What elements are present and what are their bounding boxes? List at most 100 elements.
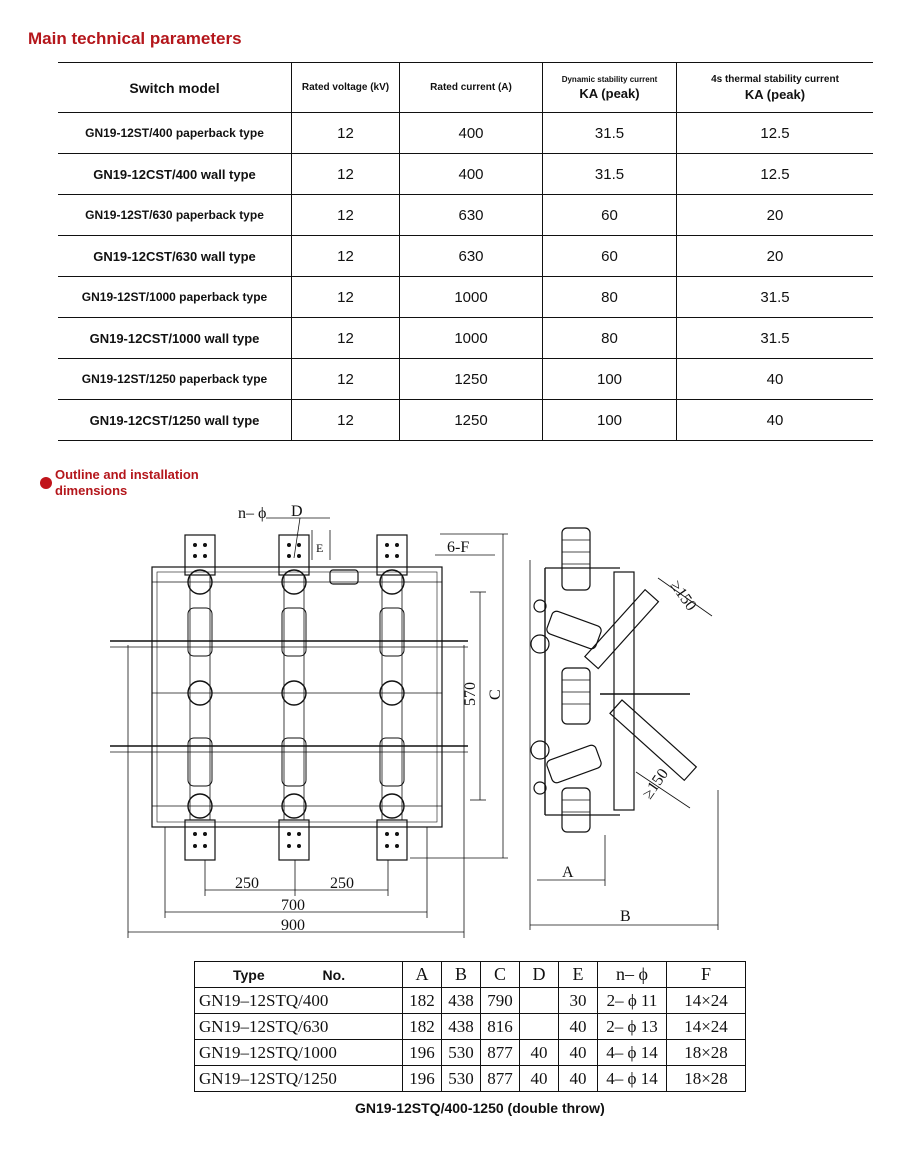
cell-model: GN19-12ST/400 paperback type [58, 112, 292, 154]
cell-b: 438 [441, 987, 481, 1014]
cell-e: 40 [558, 1039, 598, 1066]
cell-current: 1000 [399, 317, 543, 359]
header-type: Type [233, 966, 265, 983]
cell-type: GN19–12STQ/630 [194, 1013, 403, 1040]
cell-dynamic: 31.5 [542, 153, 677, 195]
cell-d: 40 [519, 1039, 559, 1066]
cell-voltage: 12 [291, 112, 400, 154]
front-view [110, 517, 508, 938]
cell-model: GN19-12ST/1000 paperback type [58, 276, 292, 318]
cell-model: GN19-12ST/1250 paperback type [58, 358, 292, 400]
cell-a: 196 [402, 1065, 442, 1092]
header-dynamic-bottom: KA (peak) [579, 85, 640, 101]
cell-thermal: 31.5 [676, 317, 873, 359]
cell-voltage: 12 [291, 276, 400, 318]
table-row: GN19–12STQ/400 182 438 790 30 2– ϕ 11 14… [194, 987, 746, 1014]
cell-a: 196 [402, 1039, 442, 1066]
cell-voltage: 12 [291, 358, 400, 400]
label-c: C [487, 689, 504, 700]
cell-current: 400 [399, 112, 543, 154]
header-f: F [666, 961, 746, 988]
header-d: D [519, 961, 559, 988]
header-dynamic-top: Dynamic stability current [561, 74, 658, 84]
label-6-f: 6-F [447, 539, 469, 556]
cell-model: GN19-12CST/400 wall type [58, 153, 292, 195]
cell-model: GN19-12ST/630 paperback type [58, 194, 292, 236]
cell-n-phi: 2– ϕ 11 [597, 987, 667, 1014]
cell-voltage: 12 [291, 399, 400, 441]
cell-dynamic: 100 [542, 358, 677, 400]
label-ge150-top: ≥150 [667, 578, 700, 615]
cell-e: 30 [558, 987, 598, 1014]
cell-voltage: 12 [291, 235, 400, 277]
cell-thermal: 40 [676, 399, 873, 441]
dimensions-header-row: Type No. A B C D E n– ϕ F [194, 961, 746, 988]
section-title: Main technical parameters [28, 29, 242, 48]
drawing-caption: GN19-12STQ/400-1250 (double throw) [355, 1100, 605, 1116]
side-view [529, 527, 719, 930]
cell-type: GN19–12STQ/1250 [194, 1065, 403, 1092]
cell-thermal: 40 [676, 358, 873, 400]
cell-current: 1250 [399, 358, 543, 400]
cell-f: 14×24 [666, 987, 746, 1014]
cell-d [519, 987, 559, 1014]
label-700: 700 [281, 897, 305, 914]
cell-voltage: 12 [291, 153, 400, 195]
cell-current: 1250 [399, 399, 543, 441]
table-row: GN19-12CST/400 wall type 12 400 31.5 12.… [58, 153, 873, 195]
label-e: E [316, 541, 323, 555]
cell-b: 530 [441, 1065, 481, 1092]
header-rated-current: Rated current (A) [399, 62, 543, 113]
cell-type: GN19–12STQ/1000 [194, 1039, 403, 1066]
cell-f: 18×28 [666, 1039, 746, 1066]
header-n-phi: n– ϕ [597, 961, 667, 988]
cell-model: GN19-12CST/630 wall type [58, 235, 292, 277]
cell-c: 877 [480, 1065, 520, 1092]
cell-c: 816 [480, 1013, 520, 1040]
cell-current: 1000 [399, 276, 543, 318]
parameters-header-row: Switch model Rated voltage (kV) Rated cu… [58, 62, 873, 113]
bullet-dot-icon [40, 477, 52, 489]
label-570: 570 [462, 682, 479, 706]
label-250-left: 250 [235, 875, 259, 892]
cell-dynamic: 80 [542, 276, 677, 318]
cell-thermal: 20 [676, 194, 873, 236]
header-thermal-stability: 4s thermal stability current KA (peak) [676, 62, 873, 113]
label-900: 900 [281, 917, 305, 934]
table-row: GN19-12ST/1250 paperback type 12 1250 10… [58, 358, 873, 400]
cell-e: 40 [558, 1013, 598, 1040]
cell-thermal: 12.5 [676, 112, 873, 154]
cell-thermal: 31.5 [676, 276, 873, 318]
cell-voltage: 12 [291, 317, 400, 359]
cell-dynamic: 31.5 [542, 112, 677, 154]
table-row: GN19–12STQ/1250 196 530 877 40 40 4– ϕ 1… [194, 1065, 746, 1092]
cell-b: 438 [441, 1013, 481, 1040]
cell-f: 18×28 [666, 1065, 746, 1092]
cell-b: 530 [441, 1039, 481, 1066]
label-ge150-bottom: ≥150 [639, 766, 672, 803]
label-d: D [291, 503, 303, 520]
cell-model: GN19-12CST/1250 wall type [58, 399, 292, 441]
header-a: A [402, 961, 442, 988]
table-row: GN19-12CST/630 wall type 12 630 60 20 [58, 235, 873, 277]
cell-n-phi: 4– ϕ 14 [597, 1039, 667, 1066]
cell-a: 182 [402, 1013, 442, 1040]
cell-d [519, 1013, 559, 1040]
cell-thermal: 20 [676, 235, 873, 277]
cell-d: 40 [519, 1065, 559, 1092]
header-b: B [441, 961, 481, 988]
table-row: GN19-12ST/400 paperback type 12 400 31.5… [58, 112, 873, 154]
label-b: B [620, 908, 631, 925]
dimensions-table: Type No. A B C D E n– ϕ F GN19–12STQ/400… [194, 961, 746, 1092]
table-row: GN19-12ST/630 paperback type 12 630 60 2… [58, 194, 873, 236]
outline-heading: Outline and installation dimensions [40, 467, 245, 499]
cell-dynamic: 60 [542, 235, 677, 277]
table-row: GN19-12CST/1000 wall type 12 1000 80 31.… [58, 317, 873, 359]
cell-f: 14×24 [666, 1013, 746, 1040]
header-thermal-top: 4s thermal stability current [711, 73, 839, 85]
label-a: A [562, 864, 574, 881]
cell-n-phi: 2– ϕ 13 [597, 1013, 667, 1040]
table-row: GN19-12ST/1000 paperback type 12 1000 80… [58, 276, 873, 318]
cell-current: 400 [399, 153, 543, 195]
table-row: GN19–12STQ/1000 196 530 877 40 40 4– ϕ 1… [194, 1039, 746, 1066]
